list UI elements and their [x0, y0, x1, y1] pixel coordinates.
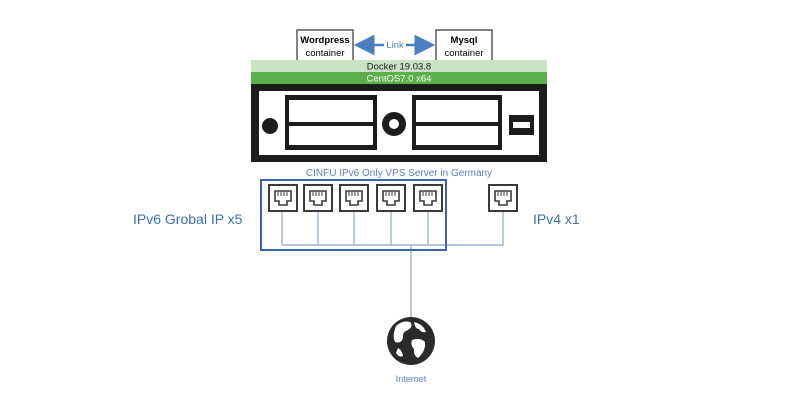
ipv4-label: IPv4 x1: [533, 211, 580, 227]
ipv6-port-2: [303, 184, 333, 212]
wordpress-container: Wordpress container: [296, 29, 354, 63]
os-version-label: CentOS7.0 x64: [367, 74, 432, 85]
wordpress-container-label-line1: Wordpress: [300, 35, 349, 46]
ipv6-label: IPv6 Grobal IP x5: [133, 211, 243, 227]
drive-bay-left: [285, 95, 377, 150]
power-led: [262, 118, 278, 134]
ipv6-port-group: [260, 179, 447, 251]
drive-bay-right: [412, 95, 502, 150]
server-chassis: [251, 84, 547, 162]
server-caption: CINFU IPv6 Only VPS Server in Germany: [306, 168, 492, 179]
os-layer: CentOS7.0 x64: [251, 72, 547, 85]
mysql-container: Mysql container: [435, 29, 493, 63]
link-label: Link: [386, 40, 404, 51]
mysql-container-label-line1: Mysql: [451, 35, 478, 46]
ipv6-port-4: [376, 184, 406, 212]
network-wiring: [281, 208, 504, 318]
mysql-container-label-line2: container: [444, 48, 483, 59]
ipv6-port-1: [268, 184, 298, 212]
internet-label: Internet: [396, 374, 427, 384]
docker-version-label: Docker 19.03.8: [367, 62, 431, 73]
globe-icon: [387, 317, 435, 365]
container-link: Link: [353, 34, 436, 56]
wordpress-container-label-line2: container: [305, 48, 344, 59]
docker-layer: Docker 19.03.8: [251, 60, 547, 73]
ipv6-port-3: [339, 184, 369, 212]
ipv4-port-1: [488, 184, 518, 212]
ipv6-port-5: [413, 184, 443, 212]
